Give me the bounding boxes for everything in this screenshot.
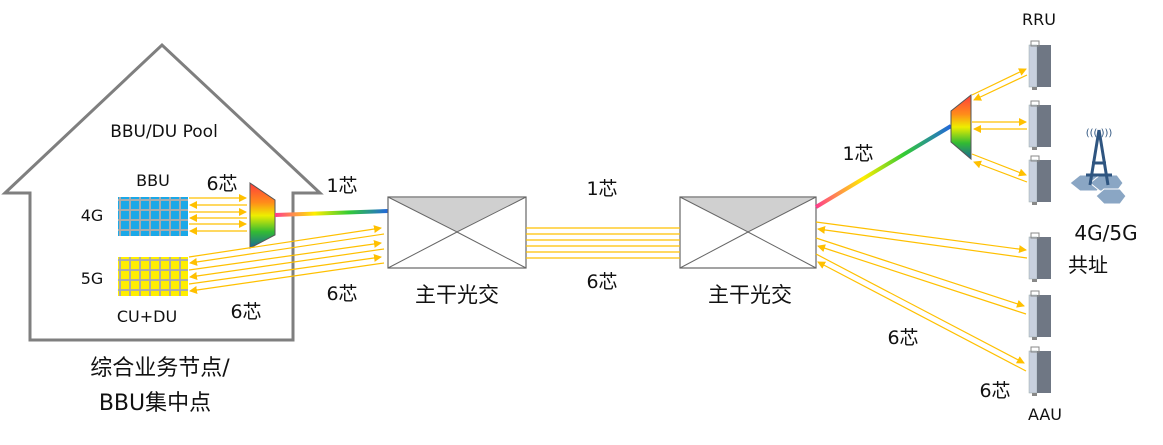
- switch-2-label: 主干光交: [708, 283, 792, 307]
- house-caption-line2: BBU集中点: [99, 391, 211, 416]
- pool-label: BBU/DU Pool: [110, 122, 218, 142]
- label-trunk-1core: 1芯: [586, 178, 617, 200]
- fiber-mux-to-switch: [274, 209, 389, 217]
- cell-tower-icon: ((( ))): [1069, 128, 1127, 205]
- fiber-switch-to-rru-mux: [814, 124, 953, 209]
- trunk-cross-connect-1: [387, 196, 527, 269]
- switch-1-label: 主干光交: [415, 283, 499, 307]
- house-outline: [1, 42, 324, 342]
- rru-unit-3: [1028, 155, 1052, 206]
- label-trunk-6core: 6芯: [586, 271, 617, 293]
- house-caption-line1: 综合业务节点/: [90, 356, 230, 381]
- label-cudu-6core-top: 6芯: [326, 283, 357, 305]
- bbu-fiber-arrows: [189, 194, 247, 235]
- bbu-rack: [118, 197, 188, 236]
- aau-unit-3: [1028, 346, 1052, 397]
- row-label-4g: 4G: [81, 206, 104, 225]
- rru-fiber-arrows: [971, 68, 1028, 183]
- label-bbu-6core: 6芯: [206, 173, 237, 195]
- aau-unit-2: [1028, 290, 1052, 341]
- wdm-mux-right: [950, 93, 972, 161]
- wdm-mux-left: [249, 182, 276, 249]
- cudu-fiber-arrows: [188, 225, 385, 294]
- trunk-six-fibers: [526, 227, 680, 259]
- rru-label: RRU: [1022, 10, 1056, 29]
- svg-text:((( ))): ((( ))): [1086, 128, 1113, 139]
- aau-fiber-arrows: [815, 221, 1028, 372]
- rru-unit-1: [1028, 40, 1052, 91]
- colocated-label-line1: 4G/5G: [1074, 221, 1137, 245]
- rru-unit-2: [1028, 100, 1052, 151]
- cudu-rack: [118, 257, 188, 296]
- colocated-label-line2: 共址: [1068, 253, 1108, 277]
- trunk-cross-connect-2: [679, 196, 817, 269]
- label-aau-6core: 6芯: [887, 327, 918, 349]
- aau-unit-1: [1028, 232, 1052, 283]
- label-mux-1core: 1芯: [326, 175, 357, 197]
- aau-label: AAU: [1028, 405, 1062, 424]
- label-cudu-6core-bottom: 6芯: [230, 301, 261, 323]
- label-rru-1core: 1芯: [842, 143, 873, 165]
- bbu-title: BBU: [136, 171, 170, 190]
- row-label-5g: 5G: [81, 269, 104, 288]
- cudu-title: CU+DU: [117, 307, 177, 326]
- label-aau-6core-bottom: 6芯: [979, 380, 1010, 402]
